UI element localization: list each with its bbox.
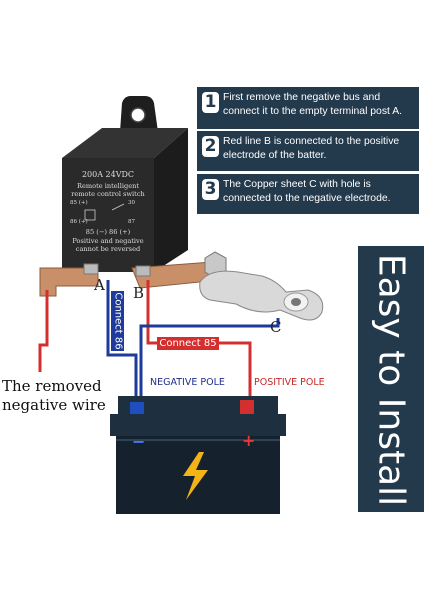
battery-lid	[110, 414, 286, 436]
battery-negative-terminal	[130, 402, 144, 416]
relay-line2: remote control switch	[71, 190, 145, 198]
terminal-post-a	[83, 263, 99, 275]
step-2: 2 Red line B is connected to the positiv…	[197, 131, 419, 171]
relay-pins-85-86: 85 (−) 86 (+)	[85, 228, 131, 236]
relay-line1: Remote intelligent	[77, 182, 139, 190]
step-1: 1 First remove the negative bus and conn…	[197, 87, 419, 129]
relay-pin-87: 87	[128, 219, 135, 225]
relay-rating: 200A 24VDC	[81, 170, 135, 179]
terminal-post-b	[135, 265, 151, 277]
clamp-hole	[291, 298, 301, 306]
terminal-label-a: A	[94, 276, 105, 294]
easy-install-banner	[358, 246, 424, 512]
battery-minus-sign: −	[132, 432, 146, 451]
connect-85-label: Connect 85	[157, 337, 219, 350]
battery-top	[118, 396, 278, 414]
relay-note1: Positive and negative	[72, 237, 144, 245]
step-3-number: 3	[202, 179, 219, 200]
battery-plus-sign: +	[242, 431, 256, 450]
connect-86-label: Connect 86	[111, 291, 124, 351]
negative-pole-label: NEGATIVE POLE	[150, 377, 225, 388]
relay-pin-86-left: 86 (+)	[70, 219, 88, 225]
easy-install-text: Easy to Install	[370, 253, 412, 507]
negative-wire-a	[106, 280, 138, 400]
positive-pole-label: POSITIVE POLE	[254, 377, 325, 388]
step-1-number: 1	[202, 92, 219, 113]
connect-86-text: Connect 86	[112, 292, 123, 350]
battery-positive-terminal	[240, 400, 254, 416]
step-3-text: The Copper sheet C with hole is connecte…	[223, 179, 391, 204]
relay-pin-85-top: 85 (+)	[70, 200, 88, 206]
relay-body	[62, 158, 154, 272]
relay-mount-hole	[130, 107, 146, 123]
relay-coil-symbol	[84, 209, 96, 221]
removed-negative-wire	[38, 290, 49, 372]
relay-side	[154, 128, 188, 272]
step-2-number: 2	[202, 136, 219, 157]
negative-wire-c	[139, 318, 280, 398]
removed-wire-label: The removed negative wire	[2, 377, 106, 414]
terminal-label-c: C	[270, 318, 282, 336]
relay-pin-30: 30	[128, 200, 135, 206]
step-2-text: Red line B is connected to the positive …	[223, 136, 400, 161]
step-3: 3 The Copper sheet C with hole is connec…	[197, 174, 419, 214]
relay-top	[62, 128, 188, 158]
step-1-text: First remove the negative bus and connec…	[223, 92, 403, 117]
relay-switch-symbol	[111, 203, 125, 211]
lightning-bolt-icon	[183, 452, 208, 500]
relay-note2: cannot be reversed	[75, 245, 141, 253]
terminal-label-b: B	[133, 284, 145, 302]
